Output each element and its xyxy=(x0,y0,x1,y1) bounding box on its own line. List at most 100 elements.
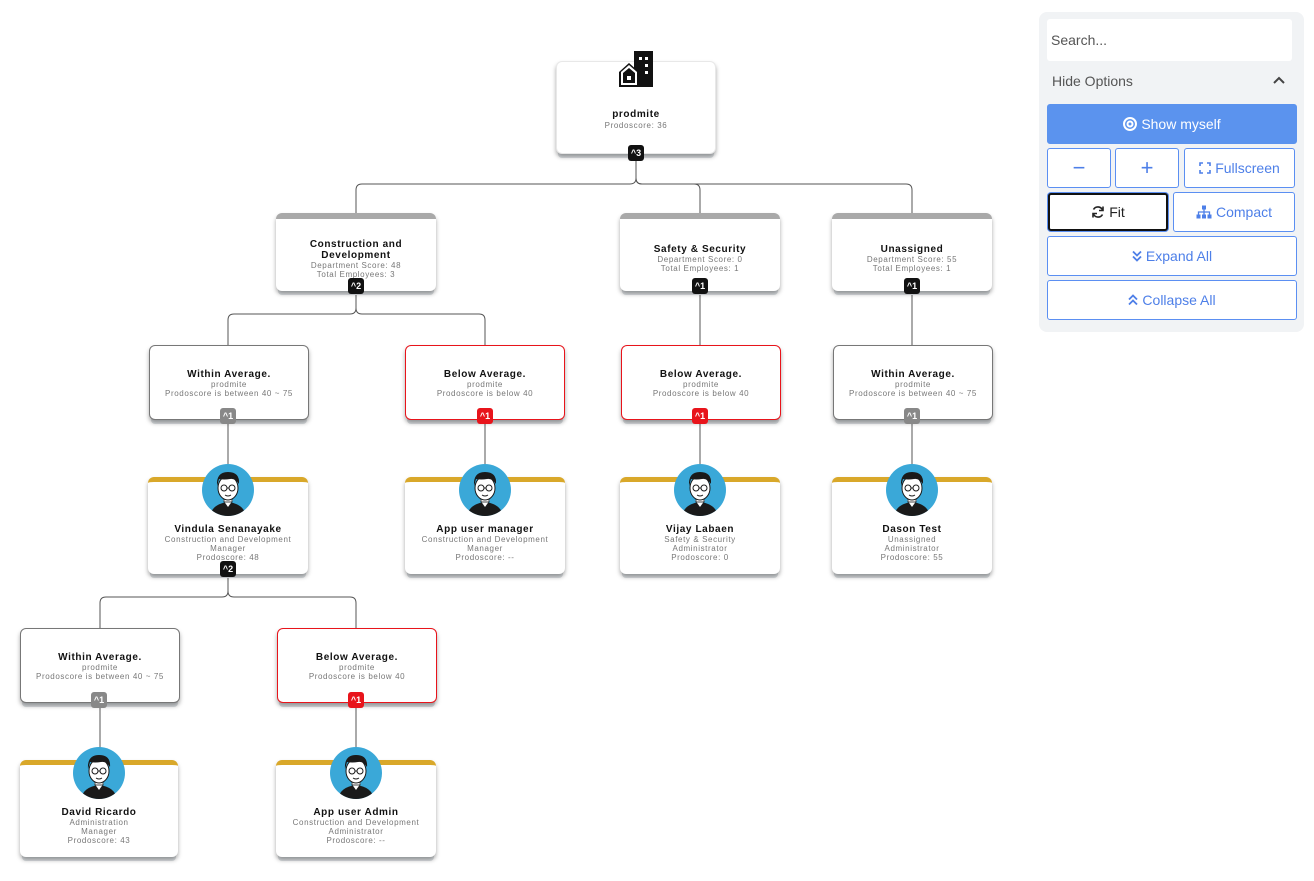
expand-badge[interactable]: ^1 xyxy=(904,408,920,424)
person-name: David Ricardo xyxy=(61,807,137,818)
person-department: Construction and Development xyxy=(292,818,420,827)
user-avatar-icon xyxy=(330,747,382,799)
options-panel: Hide Options Show myself − + Fullscreen … xyxy=(1039,12,1304,332)
person-name: App user manager xyxy=(436,524,534,535)
user-avatar-icon xyxy=(73,747,125,799)
department-score: Department Score: 0 xyxy=(657,255,743,264)
person-score: Prodoscore: 43 xyxy=(67,836,131,845)
group-range: Prodoscore is below 40 xyxy=(308,672,406,681)
expand-badge[interactable]: ^2 xyxy=(220,561,236,577)
double-chevron-down-icon xyxy=(1132,250,1142,262)
root-title: prodmite xyxy=(612,109,660,120)
group-org: prodmite xyxy=(683,380,719,389)
person-name: App user Admin xyxy=(313,807,399,818)
chevron-up-icon[interactable] xyxy=(1272,74,1286,88)
group-range: Prodoscore is below 40 xyxy=(436,389,534,398)
expand-badge[interactable]: ^1 xyxy=(220,408,236,424)
group-node-within[interactable]: Within Average. prodmite Prodoscore is b… xyxy=(20,628,180,703)
person-role: Manager xyxy=(81,827,117,836)
group-node-below[interactable]: Below Average. prodmite Prodoscore is be… xyxy=(405,345,565,420)
building-icon xyxy=(619,51,653,87)
group-range: Prodoscore is below 40 xyxy=(652,389,750,398)
fullscreen-icon xyxy=(1199,162,1212,174)
expand-badge[interactable]: ^1 xyxy=(904,278,920,294)
person-score: Prodoscore: 55 xyxy=(880,553,944,562)
compact-button[interactable]: Compact xyxy=(1173,192,1295,232)
person-score: Prodoscore: 48 xyxy=(196,553,260,562)
collapse-all-button[interactable]: Collapse All xyxy=(1047,280,1297,320)
user-avatar-icon xyxy=(459,464,511,516)
group-title: Within Average. xyxy=(871,369,955,380)
department-title: Safety & Security xyxy=(653,244,747,255)
department-score: Department Score: 55 xyxy=(866,255,958,264)
person-role: Administrator xyxy=(884,544,940,553)
person-department: Administration xyxy=(69,818,129,827)
department-employees: Total Employees: 1 xyxy=(872,264,952,273)
hide-options-toggle[interactable]: Hide Options xyxy=(1052,73,1133,89)
department-title: Development xyxy=(321,250,391,261)
group-range: Prodoscore is between 40 ~ 75 xyxy=(165,389,293,398)
person-department: Construction and Development xyxy=(164,535,292,544)
compact-label: Compact xyxy=(1215,204,1273,220)
department-title: Construction and xyxy=(309,239,403,250)
department-employees: Total Employees: 3 xyxy=(316,270,396,279)
group-node-below[interactable]: Below Average. prodmite Prodoscore is be… xyxy=(277,628,437,703)
person-role: Administrator xyxy=(328,827,384,836)
person-department: Safety & Security xyxy=(664,535,736,544)
group-title: Below Average. xyxy=(659,369,743,380)
department-employees: Total Employees: 1 xyxy=(660,264,740,273)
plus-icon: + xyxy=(1140,155,1154,180)
sitemap-icon xyxy=(1196,205,1212,219)
department-score: Department Score: 48 xyxy=(310,261,402,270)
group-org: prodmite xyxy=(895,380,931,389)
group-org: prodmite xyxy=(211,380,247,389)
expand-badge[interactable]: ^3 xyxy=(628,145,644,161)
refresh-icon xyxy=(1092,206,1105,218)
group-range: Prodoscore is between 40 ~ 75 xyxy=(849,389,977,398)
person-role: Manager xyxy=(467,544,503,553)
group-title: Within Average. xyxy=(187,369,271,380)
minus-icon: − xyxy=(1072,155,1086,180)
group-node-within[interactable]: Within Average. prodmite Prodoscore is b… xyxy=(149,345,309,420)
person-role: Administrator xyxy=(672,544,728,553)
user-avatar-icon xyxy=(202,464,254,516)
expand-all-label: Expand All xyxy=(1145,248,1213,264)
person-score: Prodoscore: -- xyxy=(455,553,515,562)
person-score: Prodoscore: 0 xyxy=(671,553,729,562)
person-role: Manager xyxy=(210,544,246,553)
expand-all-button[interactable]: Expand All xyxy=(1047,236,1297,276)
target-icon xyxy=(1123,117,1138,131)
group-org: prodmite xyxy=(467,380,503,389)
fit-button[interactable]: Fit xyxy=(1048,193,1168,231)
double-chevron-up-icon xyxy=(1128,294,1139,306)
user-avatar-icon xyxy=(674,464,726,516)
fullscreen-button[interactable]: Fullscreen xyxy=(1184,148,1295,188)
root-score: Prodoscore: 36 xyxy=(604,121,668,130)
person-score: Prodoscore: -- xyxy=(326,836,386,845)
group-org: prodmite xyxy=(339,663,375,672)
zoom-out-button[interactable]: − xyxy=(1047,148,1111,188)
person-name: Dason Test xyxy=(882,524,942,535)
expand-badge[interactable]: ^2 xyxy=(348,278,364,294)
person-department: Construction and Development xyxy=(421,535,549,544)
expand-badge[interactable]: ^1 xyxy=(477,408,493,424)
group-range: Prodoscore is between 40 ~ 75 xyxy=(36,672,164,681)
person-node[interactable]: Vindula Senanayake Construction and Deve… xyxy=(148,477,308,574)
expand-badge[interactable]: ^1 xyxy=(692,278,708,294)
expand-badge[interactable]: ^1 xyxy=(348,692,364,708)
person-department: Unassigned xyxy=(887,535,937,544)
person-name: Vindula Senanayake xyxy=(174,524,282,535)
user-avatar-icon xyxy=(886,464,938,516)
show-myself-button[interactable]: Show myself xyxy=(1047,104,1297,144)
expand-badge[interactable]: ^1 xyxy=(91,692,107,708)
collapse-all-label: Collapse All xyxy=(1142,292,1216,308)
person-name: Vijay Labaen xyxy=(665,524,735,535)
group-node-within[interactable]: Within Average. prodmite Prodoscore is b… xyxy=(833,345,993,420)
search-input[interactable] xyxy=(1047,19,1292,61)
zoom-in-button[interactable]: + xyxy=(1115,148,1179,188)
department-title: Unassigned xyxy=(880,244,944,255)
expand-badge[interactable]: ^1 xyxy=(692,408,708,424)
group-org: prodmite xyxy=(82,663,118,672)
